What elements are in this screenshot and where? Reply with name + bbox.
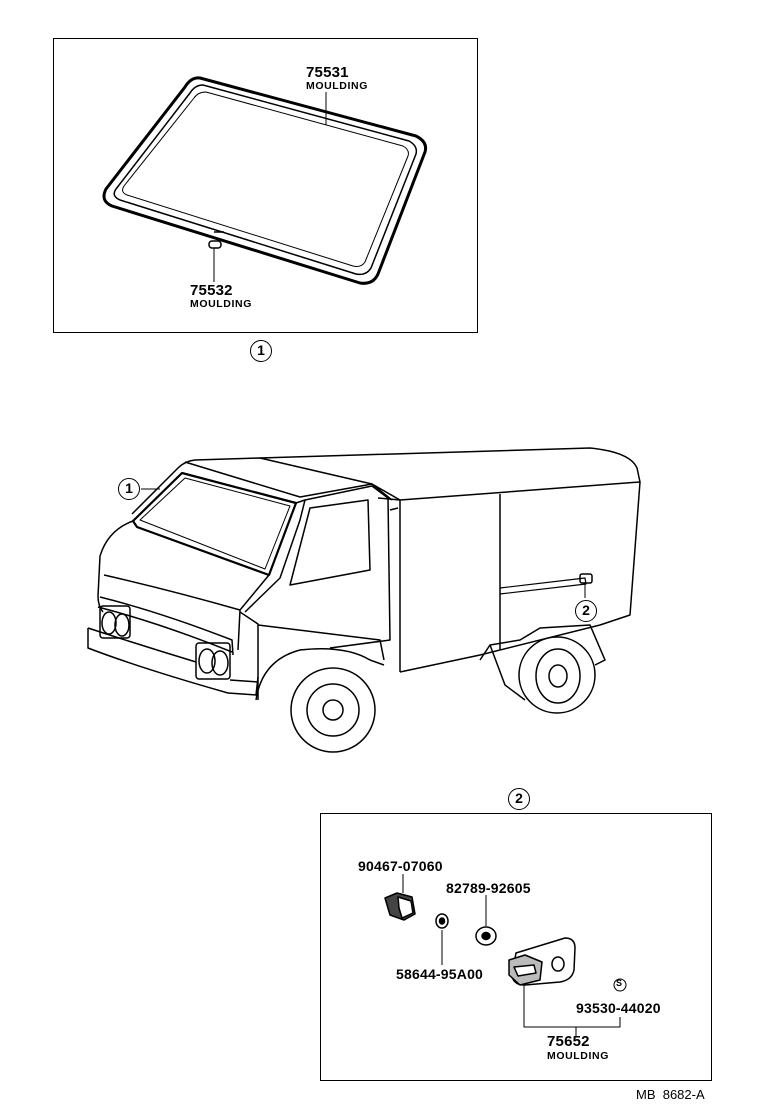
part-number-75532: 75532 [190,282,233,299]
part-number-90467-07060: 90467-07060 [358,858,443,874]
part-number-58644-95A00: 58644-95A00 [396,966,484,982]
detail-1-callout: 1 [250,340,272,362]
truck-illustration [87,447,641,753]
windshield-callout: 1 [118,478,140,500]
part-number-75652: 75652 [547,1033,590,1050]
detail-1-frame [53,38,478,333]
part-name-75531: MOULDING [306,80,368,92]
part-name-75532: MOULDING [190,298,252,310]
part-name-75652: MOULDING [547,1050,609,1062]
part-number-93530-44020: 93530-44020 [576,1000,661,1016]
detail-2-part-illustrations [384,874,627,1036]
s-symbol: S [616,978,623,988]
detail-2-callout: 2 [508,788,530,810]
detail-2-frame [320,813,712,1081]
diagram-code: MB 8682-A [636,1087,705,1102]
part-number-75531: 75531 [306,64,349,81]
side-moulding-callout: 2 [575,600,597,622]
part-number-82789-92605: 82789-92605 [446,880,531,896]
windshield-moulding-illustration [102,76,428,285]
